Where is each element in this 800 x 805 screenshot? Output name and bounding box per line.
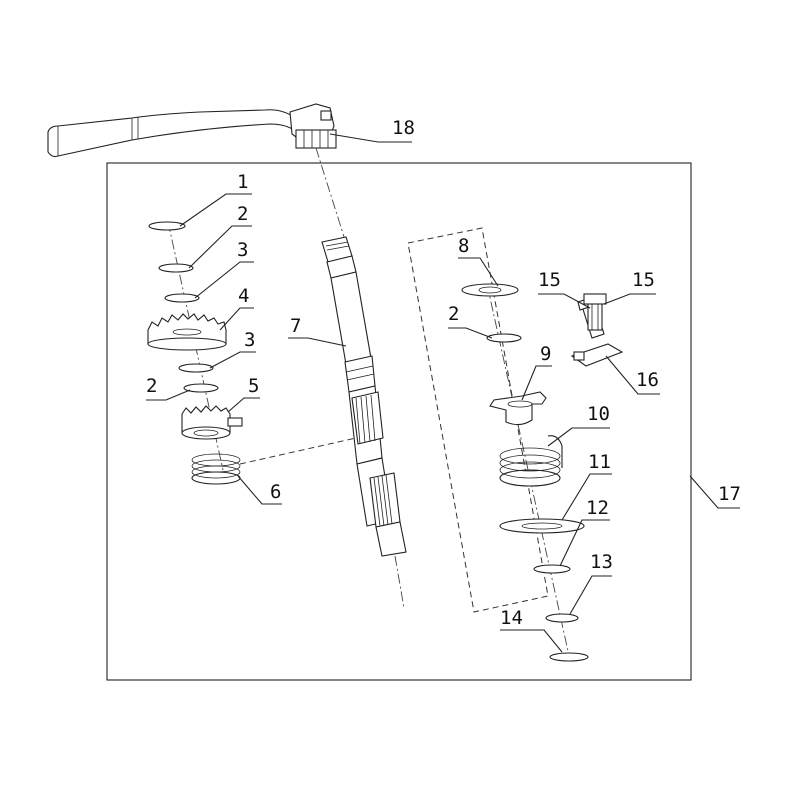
label-2-left-upper: 2 [237,203,248,225]
label-6: 6 [270,481,281,503]
label-3-lower: 3 [244,329,255,351]
label-12: 12 [586,497,609,519]
label-11: 11 [588,451,611,473]
part-4-gear [147,313,227,351]
label-7: 7 [290,315,301,337]
part-15-bolt-b [583,293,607,331]
part-10-kick-spring [499,435,563,487]
leader-lines [146,133,740,653]
label-3-upper: 3 [237,239,248,261]
label-15-left: 15 [538,269,561,291]
spring-to-shaft-guide [239,437,357,465]
part-1-washer [148,221,186,231]
part-3-washer-upper [164,293,200,303]
part-3-washer-lower [178,363,214,373]
label-18: 18 [392,117,415,139]
label-13: 13 [590,551,613,573]
kick-lever-part [47,103,337,158]
part-13-washer [545,613,579,623]
kick-shaft-part [321,236,407,557]
part-9-guide [489,391,547,426]
part-14-washer [549,652,589,662]
part-5-ratchet [181,405,243,440]
label-17: 17 [718,483,741,505]
right-group-box [407,227,549,613]
part-16-plate [570,343,624,367]
part-6-spring [191,453,241,485]
label-5: 5 [248,375,259,397]
label-10: 10 [587,403,610,425]
label-4: 4 [238,285,249,307]
part-12-washer [533,564,571,574]
label-16: 16 [636,369,659,391]
part-8-plate [461,283,519,297]
label-8: 8 [458,235,469,257]
part-2-washer-lower [183,383,219,393]
part-2-washer-upper [158,263,194,273]
part-11-washer [499,518,585,534]
label-1: 1 [237,171,248,193]
assembly-frame [106,162,692,681]
label-2-left-lower: 2 [146,375,157,397]
label-15-right: 15 [632,269,655,291]
shaft-axis [315,147,346,241]
part-2-washer-right [486,333,522,343]
label-9: 9 [540,343,551,365]
shaft-axis-lower [394,555,405,609]
label-14: 14 [500,607,523,629]
label-2-right: 2 [448,303,459,325]
right-stack-axis [486,283,571,661]
